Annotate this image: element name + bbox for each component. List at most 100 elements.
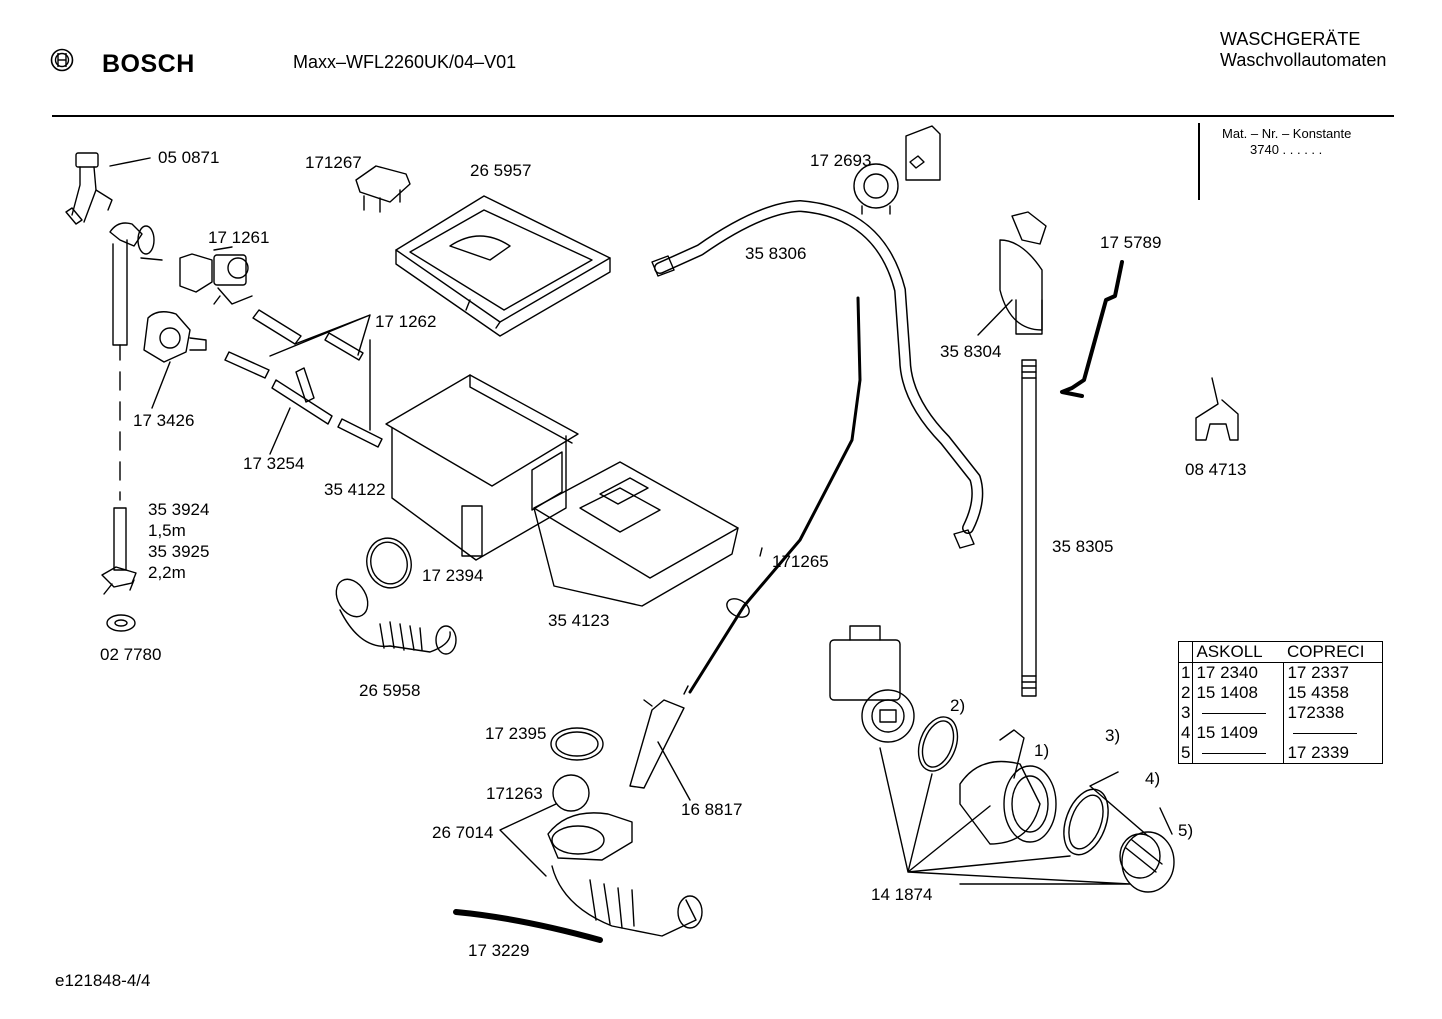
marker-4: 4)	[1145, 769, 1161, 788]
part-label: 35 8306	[745, 244, 807, 263]
leader-inlet	[140, 257, 163, 261]
part-label: 17 3254	[243, 454, 305, 473]
table-cell: 1	[1178, 662, 1194, 683]
seal-2-part	[917, 716, 959, 772]
air-trap-part	[999, 211, 1047, 335]
level-tube-part	[688, 296, 862, 694]
clip-part	[355, 165, 411, 213]
part-label: 17 3229	[468, 941, 530, 960]
hose-173229-part	[453, 909, 603, 943]
table-cell: 15 4358	[1287, 683, 1349, 702]
mat-label: Mat. – Nr. – Konstante	[1222, 126, 1352, 141]
table-cell: 172338	[1287, 703, 1345, 722]
detergent-drawer-part	[533, 461, 739, 607]
table-cell: 17 2339	[1287, 743, 1349, 762]
leader-358304	[977, 299, 1013, 336]
leader-seal-filter	[1089, 771, 1173, 837]
mat-value: 3740 . . . . . .	[1250, 142, 1323, 157]
table-cell-empty	[1284, 723, 1383, 743]
leader-173426	[151, 361, 171, 409]
part-label: 17 1261	[208, 228, 270, 247]
leader-171261	[213, 246, 233, 251]
inlet-hose-part	[101, 222, 155, 595]
part-label: 2,2m	[148, 563, 186, 582]
document-id: e121848-4/4	[55, 971, 151, 990]
part-label: 35 4122	[324, 480, 386, 499]
part-label: 17 3426	[133, 411, 195, 430]
leader-141874	[879, 747, 1131, 885]
sump-hose-part	[547, 812, 703, 937]
table-cell-empty	[1192, 743, 1285, 764]
wire-175789-part	[1060, 260, 1124, 398]
part-label: 17 2693	[810, 151, 872, 170]
ring-172395-part	[550, 727, 604, 761]
leader-171265	[759, 547, 763, 557]
hose-358306-part	[654, 200, 984, 534]
table-header-row: ASKOLL COPRECI	[1178, 641, 1383, 663]
table-row: 1 17 2340 17 2337	[1178, 662, 1383, 683]
sensor-part	[629, 685, 689, 789]
table-cell: 15 1408	[1192, 683, 1285, 703]
part-label: 35 3925	[148, 542, 210, 561]
mat-divider	[1198, 123, 1200, 200]
t-piece-part	[271, 367, 333, 425]
table-row: 3 172338	[1178, 703, 1383, 723]
valve-double-part	[179, 253, 253, 305]
leader-173254	[269, 407, 291, 455]
clamp-084713-part	[1195, 377, 1239, 441]
part-label: 26 7014	[432, 823, 494, 842]
leader-267014	[499, 803, 557, 877]
part-label: 171263	[486, 784, 543, 803]
tube-358305-part	[1021, 359, 1037, 697]
category-title: WASCHGERÄTE	[1220, 29, 1361, 49]
table-cell: 17 2337	[1287, 663, 1349, 682]
part-label: 17 1262	[375, 312, 437, 331]
filter-part	[1119, 831, 1175, 893]
bosch-logo-icon	[50, 48, 74, 72]
table-row: 5 17 2339	[1178, 743, 1383, 764]
table-cell: 5	[1178, 743, 1194, 764]
table-row: 4 15 1409	[1178, 723, 1383, 743]
part-label: 02 7780	[100, 645, 162, 664]
table-cell-empty	[1192, 703, 1285, 723]
supplier-table: ASKOLL COPRECI 1 17 2340 17 2337 2 15 14…	[1178, 641, 1384, 764]
bellows-hose-part	[335, 578, 457, 655]
ring-gasket-part	[366, 537, 412, 589]
marker-3: 3)	[1105, 726, 1121, 745]
part-label: 1,5m	[148, 521, 186, 540]
table-header: ASKOLL	[1196, 642, 1263, 661]
washer-part	[106, 614, 136, 632]
part-label: 14 1874	[871, 885, 933, 904]
ball-171263-part	[552, 774, 590, 812]
marker-1: 1)	[1034, 741, 1050, 760]
part-label: 05 0871	[158, 148, 220, 167]
table-row: 2 15 1408 15 4358	[1178, 683, 1383, 703]
brand-name: BOSCH	[102, 50, 195, 78]
part-label: 16 8817	[681, 800, 743, 819]
dispenser-frame-part	[395, 195, 611, 337]
part-label: 35 4123	[548, 611, 610, 630]
part-label: 17 5789	[1100, 233, 1162, 252]
table-cell: 2	[1178, 683, 1194, 703]
leader-171262	[269, 314, 371, 431]
table-header: COPRECI	[1286, 642, 1365, 661]
dispenser-housing-part	[385, 374, 579, 561]
marker-5: 5)	[1178, 821, 1194, 840]
leader-050871	[109, 157, 151, 167]
pressure-switch-part	[853, 125, 941, 215]
part-label: 35 8305	[1052, 537, 1114, 556]
header-divider	[52, 115, 1394, 117]
part-label: 35 3924	[148, 500, 210, 519]
pump-housing-part	[959, 729, 1057, 845]
part-label: 26 5957	[470, 161, 532, 180]
subcategory-title: Waschvollautomaten	[1220, 50, 1387, 70]
valve-single-part	[143, 311, 207, 363]
table-cell: 3	[1178, 703, 1194, 723]
marker-2: 2)	[950, 696, 966, 715]
part-label: 17 2395	[485, 724, 547, 743]
y-connector-part	[65, 152, 113, 225]
model-number: Maxx–WFL2260UK/04–V01	[293, 52, 517, 72]
part-label: 17 2394	[422, 566, 484, 585]
part-label: 35 8304	[940, 342, 1002, 361]
